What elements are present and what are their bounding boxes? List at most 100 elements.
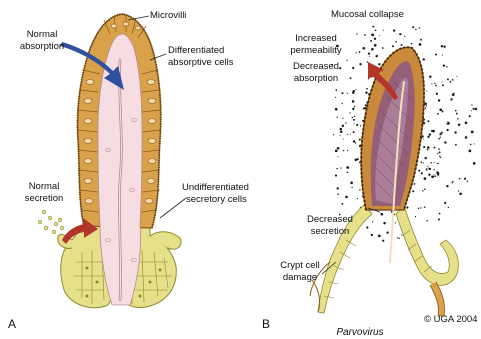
permeability-dot	[438, 148, 440, 150]
label-crypt-damage-line2: damage	[283, 272, 317, 283]
permeability-dot	[424, 188, 426, 190]
permeability-dot	[467, 180, 468, 181]
permeability-dot	[404, 36, 405, 37]
permeability-dot	[337, 117, 338, 118]
permeability-dot	[452, 181, 453, 182]
permeability-dot	[441, 81, 442, 82]
permeability-dot	[424, 157, 426, 159]
permeability-dot	[354, 123, 355, 124]
permeability-dot	[352, 108, 354, 110]
permeability-dot	[378, 63, 380, 65]
permeability-dot	[439, 151, 441, 153]
label-undifferentiated-line2: secretory cells	[186, 194, 247, 205]
permeability-dot	[356, 33, 357, 34]
permeability-dot	[465, 136, 468, 139]
permeability-dot	[426, 105, 428, 107]
permeability-dot	[341, 203, 343, 205]
permeability-dot	[397, 237, 398, 238]
permeability-dot	[343, 150, 344, 151]
permeability-dot	[423, 146, 425, 148]
panel-a: Microvilli Normal absorption Differentia…	[8, 10, 249, 331]
permeability-dot	[421, 172, 423, 174]
permeability-dot	[333, 134, 334, 135]
permeability-dot	[352, 100, 355, 103]
permeability-dot	[340, 167, 341, 168]
permeability-dot	[439, 155, 441, 157]
permeability-dot	[427, 146, 430, 149]
permeability-dot	[342, 118, 343, 119]
permeability-dot	[440, 157, 441, 158]
label-decreased-secretion-line1: Decreased	[307, 214, 353, 225]
permeability-dot	[374, 44, 377, 47]
permeability-dot	[447, 122, 450, 125]
permeability-dot	[437, 163, 438, 164]
permeability-dot	[343, 138, 344, 139]
label-normal-secretion-line1: Normal	[29, 181, 60, 192]
permeability-dot	[456, 113, 458, 115]
permeability-dot	[431, 175, 434, 178]
permeability-dot	[366, 226, 368, 228]
permeability-dot	[453, 92, 454, 93]
label-crypt-damage-line1: Crypt cell	[280, 260, 320, 271]
permeability-dot	[339, 67, 341, 69]
permeability-dot	[446, 129, 448, 131]
permeability-dot	[448, 207, 449, 208]
permeability-dot	[362, 47, 365, 50]
label-differentiated-line2: absorptive cells	[168, 57, 234, 68]
permeability-dot	[459, 193, 462, 196]
copyright-notice: © UGA 2004	[424, 314, 477, 325]
permeability-dot	[382, 47, 384, 49]
permeability-dot	[342, 125, 344, 127]
permeability-dot	[335, 108, 338, 111]
permeability-dot	[378, 235, 381, 238]
permeability-dot	[352, 117, 354, 119]
permeability-dot	[429, 133, 431, 135]
permeability-dot	[347, 150, 348, 151]
permeability-dot	[439, 213, 441, 215]
label-decreased-secretion-line2: secretion	[311, 226, 350, 237]
permeability-dot	[425, 107, 426, 108]
permeability-dot	[454, 131, 456, 133]
permeability-dot	[360, 125, 361, 126]
permeability-dot	[349, 112, 350, 113]
permeability-dot	[382, 240, 384, 242]
secretion-droplets	[38, 210, 64, 234]
permeability-dot	[340, 128, 343, 131]
permeability-dot	[401, 234, 402, 235]
permeability-dot	[356, 124, 358, 126]
permeability-dot	[364, 34, 366, 36]
label-increased-permeability-line2: permeability	[290, 45, 341, 56]
permeability-dot	[458, 123, 461, 126]
permeability-dot	[337, 156, 338, 157]
permeability-dot	[439, 108, 442, 111]
permeability-dot	[366, 88, 368, 90]
permeability-dot	[383, 30, 384, 31]
permeability-dot	[473, 162, 476, 165]
permeability-dot	[420, 39, 422, 41]
permeability-dot	[443, 46, 445, 48]
permeability-dot	[418, 208, 419, 209]
permeability-dot	[352, 91, 355, 94]
permeability-dot	[340, 131, 343, 134]
permeability-dot	[435, 53, 437, 55]
permeability-dot	[412, 190, 414, 192]
permeability-dot	[359, 189, 360, 190]
permeability-dot	[437, 153, 438, 154]
label-microvilli: Microvilli	[150, 10, 186, 21]
permeability-dot	[414, 183, 416, 185]
permeability-dot	[438, 163, 439, 164]
permeability-dot	[420, 207, 421, 208]
permeability-dot	[434, 175, 436, 177]
permeability-dot	[433, 169, 434, 170]
permeability-dot	[369, 56, 370, 57]
permeability-dot	[352, 67, 354, 69]
permeability-dot	[443, 65, 445, 67]
permeability-dot	[393, 29, 395, 31]
permeability-dot	[374, 38, 376, 40]
label-normal-absorption-line1: Normal	[27, 29, 58, 40]
permeability-dot	[444, 141, 446, 143]
permeability-dot	[424, 177, 427, 180]
permeability-dot	[354, 106, 355, 107]
permeability-dot	[423, 138, 424, 139]
